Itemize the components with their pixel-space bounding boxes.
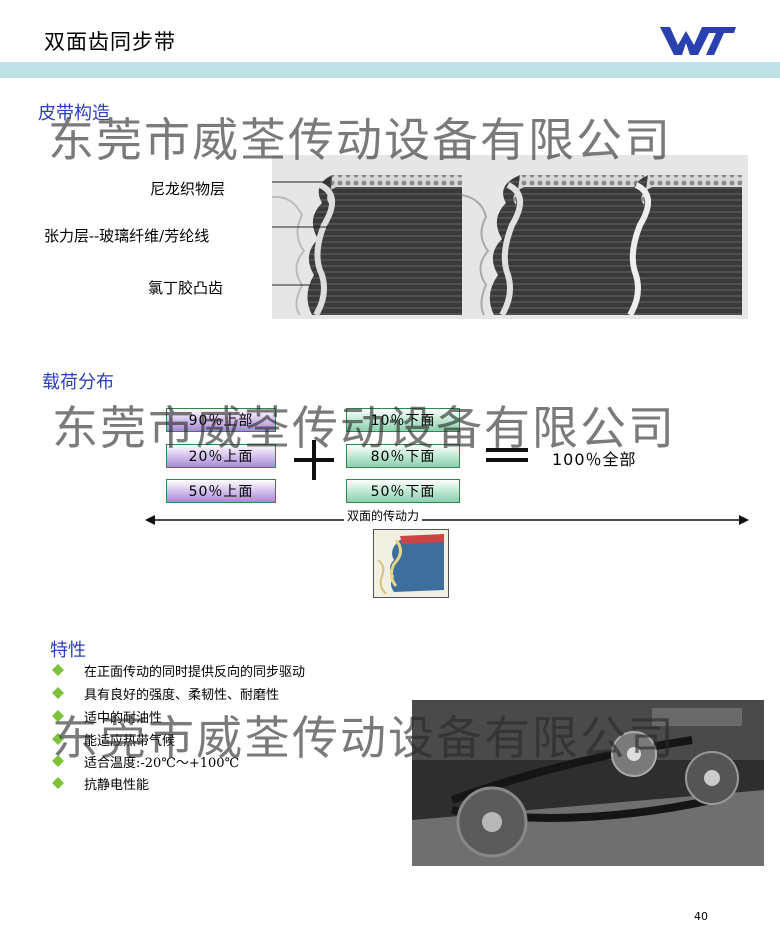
label-nylon-fabric: 尼龙织物层 bbox=[150, 180, 226, 198]
equals-sign-top bbox=[486, 448, 528, 452]
arrow-label: 双面的传动力 bbox=[344, 507, 423, 524]
bottom-load-box-10: 10％下面 bbox=[346, 408, 460, 432]
feature-item: 能适应热带气候 bbox=[84, 734, 176, 749]
feature-item: 在正面传动的同时提供反向的同步驱动 bbox=[84, 665, 306, 680]
watermark-1: 东莞市威荃传动设备有限公司 bbox=[48, 113, 672, 167]
header-band bbox=[0, 62, 780, 78]
diamond-bullet-icon bbox=[52, 755, 64, 767]
total-load-text: 100％全部 bbox=[552, 450, 637, 469]
feature-item: 具有良好的强度、柔韧性、耐磨性 bbox=[84, 688, 280, 703]
double-sided-belt-thumbnail bbox=[373, 529, 449, 598]
bottom-load-box-80: 80％下面 bbox=[346, 444, 460, 468]
load-heading: 载荷分布 bbox=[42, 372, 114, 393]
label-tension-member: 张力层--玻璃纤维/芳纶线 bbox=[44, 227, 210, 245]
diamond-bullet-icon bbox=[52, 664, 64, 676]
page-title: 双面齿同步带 bbox=[44, 30, 176, 54]
top-load-box-20: 20％上面 bbox=[166, 444, 276, 468]
plus-sign-vertical bbox=[312, 440, 316, 480]
diamond-bullet-icon bbox=[52, 777, 64, 789]
structure-heading: 皮带构造 bbox=[38, 103, 110, 124]
feature-item: 适中的耐油性 bbox=[84, 711, 163, 726]
page-number: 40 bbox=[694, 910, 708, 923]
watermark-3: 东莞市威荃传动设备有限公司 bbox=[52, 711, 676, 765]
diamond-bullet-icon bbox=[52, 733, 64, 745]
diamond-bullet-icon bbox=[52, 687, 64, 699]
diamond-bullet-icon bbox=[52, 710, 64, 722]
top-load-box-90: 90％上部 bbox=[166, 408, 276, 432]
top-load-box-50: 50％上面 bbox=[166, 479, 276, 503]
double-arrow-icon bbox=[145, 515, 749, 525]
company-logo bbox=[660, 27, 736, 55]
equals-sign-bottom bbox=[486, 458, 528, 462]
label-neoprene-teeth: 氯丁胶凸齿 bbox=[148, 279, 224, 297]
feature-item: 抗静电性能 bbox=[84, 778, 150, 793]
watermark-2: 东莞市威荃传动设备有限公司 bbox=[52, 401, 676, 455]
belt-application-photo bbox=[412, 700, 764, 866]
belt-structure-illustration bbox=[271, 155, 748, 319]
belt-cross-sections bbox=[271, 175, 742, 317]
bottom-load-box-50: 50％下面 bbox=[346, 479, 460, 503]
feature-item: 适合温度:-20℃～+100℃ bbox=[84, 756, 240, 771]
features-heading: 特性 bbox=[50, 640, 86, 661]
